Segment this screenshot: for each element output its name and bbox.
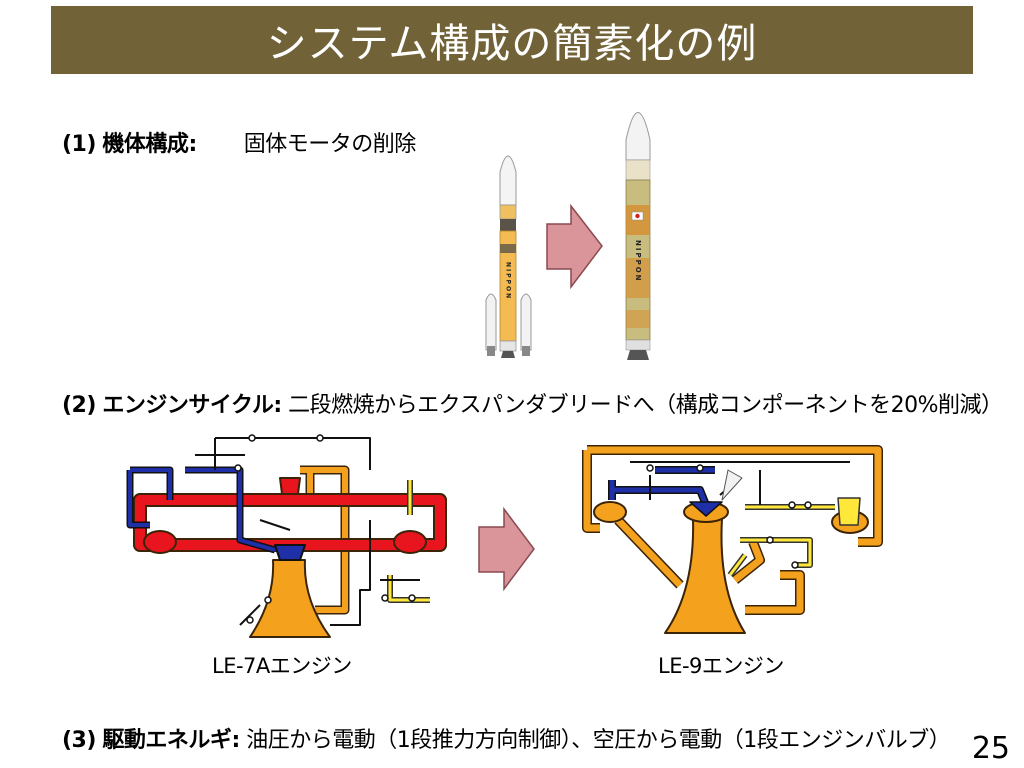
section-2-line: (2) エンジンサイクル: 二段燃焼からエクスパンダブリードへ（構成コンポーネン… (62, 387, 1003, 419)
slide-title: システム構成の簡素化の例 (266, 21, 758, 67)
section-2-text: 二段燃焼からエクスパンダブリードへ（構成コンポーネントを20%削減） (288, 393, 1003, 418)
section-3-line: (3) 駆動エネルギ: 油圧から電動（1段推力方向制御）、空圧から電動（1段エン… (62, 722, 951, 754)
srb-left-icon (485, 293, 497, 356)
title-bar-bg (51, 6, 973, 74)
section-1-number: (1) (62, 132, 96, 157)
rocket-left-lettering: NIPPON (505, 262, 512, 300)
section-1-colon: : (188, 132, 197, 157)
le7a-engine-diagram (126, 434, 447, 638)
section-1-line: (1) 機体構成: 固体モータの削除 (62, 126, 416, 158)
section-3-number: (3) (62, 728, 96, 753)
engine-right-label: LE-9エンジン (658, 654, 784, 678)
section-1-heading: 機体構成 (102, 132, 189, 157)
rocket-right-illustration: NIPPON (625, 112, 651, 360)
arrow-right-icon-2 (478, 506, 535, 592)
section-2-colon: : (273, 393, 282, 418)
engine-left-label: LE-7Aエンジン (212, 654, 352, 678)
arrow-right-icon-1 (546, 203, 603, 290)
rocket-right-lettering: NIPPON (634, 240, 642, 283)
le9-engine-diagram (582, 445, 883, 634)
section-2-number: (2) (62, 393, 96, 418)
section-3-text: 油圧から電動（1段推力方向制御）、空圧から電動（1段エンジンバルブ） (246, 728, 951, 753)
section-2-heading: エンジンサイクル (102, 393, 274, 418)
rocket-left-illustration: NIPPON (485, 155, 532, 358)
section-3-heading: 駆動エネルギ (102, 728, 232, 753)
srb-right-icon (520, 293, 532, 356)
section-1-text: 固体モータの削除 (243, 132, 417, 157)
section-3-colon: : (231, 728, 240, 753)
page-number: 25 (971, 731, 1010, 766)
